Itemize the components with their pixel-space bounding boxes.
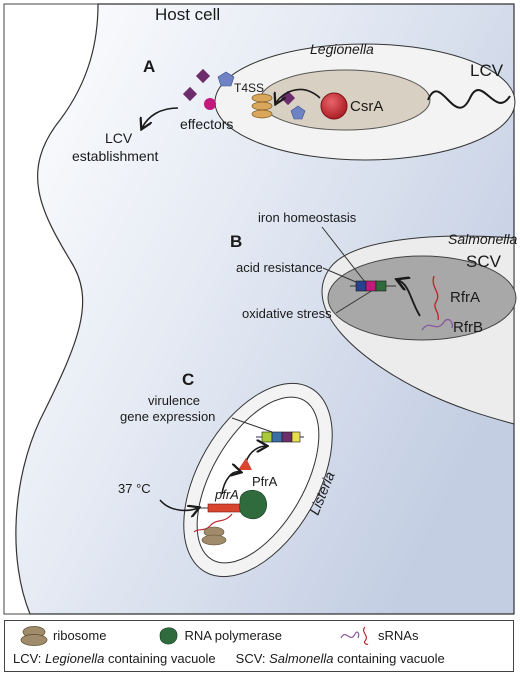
panel-b: Salmonella SCV B iron homeostasis acid r… [230, 210, 517, 425]
rna-polymerase-icon [239, 489, 267, 520]
secreted-effector-pentagon-icon [217, 71, 235, 87]
legend-row-icons: ribosome RNA polymerase sRNAs [5, 623, 513, 647]
acid-resistance-label: acid resistance [236, 260, 323, 275]
csra-arrow [276, 88, 321, 103]
t4ss-label: T4SS [234, 81, 264, 95]
panel-a: Legionella LCV A CsrA T4SS effectors LCV… [72, 41, 516, 164]
lcv-outcome-line2: establishment [72, 148, 158, 164]
legend-row-abbreviations: LCV: Legionella containing vacuole SCV: … [5, 646, 513, 670]
pfra-activation-arrow [245, 446, 266, 463]
pfra-transcript [193, 513, 233, 533]
virulence-label-line1: virulence [148, 393, 200, 408]
pfra-protein-label: PfrA [252, 474, 278, 489]
salmonella-gene-cluster-icon [350, 280, 396, 292]
srna-legend-icon [340, 626, 369, 645]
csra-icon [320, 92, 348, 120]
legend-scv-definition: SCV: Salmonella containing vacuole [236, 651, 445, 666]
virulence-label-line2: gene expression [120, 409, 215, 424]
rfra-label: RfrA [450, 289, 480, 306]
translation-arrow [221, 472, 240, 495]
legend-item-srnas: sRNAs [338, 624, 418, 646]
legend-srnas-label: sRNAs [378, 627, 419, 643]
virulence-gene-cluster-icon [256, 431, 304, 443]
ribosome-icon [201, 526, 227, 546]
lcv-label: LCV [470, 61, 504, 80]
legionella-flagellum [427, 89, 511, 109]
rfrb-label: RfrB [453, 319, 483, 336]
lcv-outcome-line1: LCV [105, 130, 133, 146]
legend-item-rna-polymerase: RNA polymerase [156, 624, 282, 646]
t4ss-icon [251, 93, 273, 119]
oxidative-stress-label: oxidative stress [242, 306, 332, 321]
legend-box: ribosome RNA polymerase sRNAs LCV: Legio… [4, 620, 514, 672]
iron-homeostasis-label: iron homeostasis [258, 210, 357, 225]
legend-ribosome-label: ribosome [53, 627, 107, 643]
legend-scv-abbr: SCV: [235, 650, 266, 666]
secreted-effector-circle-icon [204, 98, 216, 110]
legend-lcv-definition: LCV: Legionella containing vacuole [13, 651, 216, 666]
rfra-srna-icon [432, 275, 440, 321]
temperature-arrow [159, 499, 198, 510]
pfra-gene-label: pfrA [214, 487, 239, 502]
legend-lcv-rest: containing vacuole [107, 650, 216, 666]
salmonella-bacterium [327, 255, 517, 341]
csra-label: CsrA [350, 98, 383, 115]
oxidative-pointer-line [335, 289, 374, 314]
iron-pointer-line [321, 226, 366, 283]
panel-c: C virulence gene expression PfrA pfrA [118, 370, 338, 578]
srna-regulation-arrow [398, 280, 421, 317]
scv-label: SCV [466, 252, 502, 271]
host-cell-title: Host cell [155, 5, 220, 24]
rna-polymerase-legend-icon [160, 627, 178, 645]
legend-rna-polymerase-label: RNA polymerase [184, 627, 283, 643]
effectors-label: effectors [180, 116, 233, 132]
panel-b-letter: B [230, 232, 242, 251]
effectors-arrow [142, 107, 179, 128]
acid-pointer-line [322, 267, 357, 283]
legend-scv-genus: Salmonella [269, 650, 334, 666]
temperature-label: 37 °C [118, 481, 151, 496]
effector-pentagon-icon [290, 105, 306, 120]
panel-c-letter: C [182, 370, 194, 389]
legionella-label: Legionella [310, 41, 374, 57]
legend-lcv-abbr: LCV: [13, 650, 42, 666]
legend-item-ribosome: ribosome [19, 624, 106, 646]
panel-a-letter: A [143, 57, 155, 76]
virulence-pointer-line [231, 417, 273, 433]
legend-lcv-genus: Legionella [45, 650, 105, 666]
salmonella-label: Salmonella [448, 231, 517, 247]
ribosome-legend-icon [20, 626, 48, 646]
legend-scv-rest: containing vacuole [337, 650, 445, 666]
rfrb-srna-icon [421, 318, 454, 331]
